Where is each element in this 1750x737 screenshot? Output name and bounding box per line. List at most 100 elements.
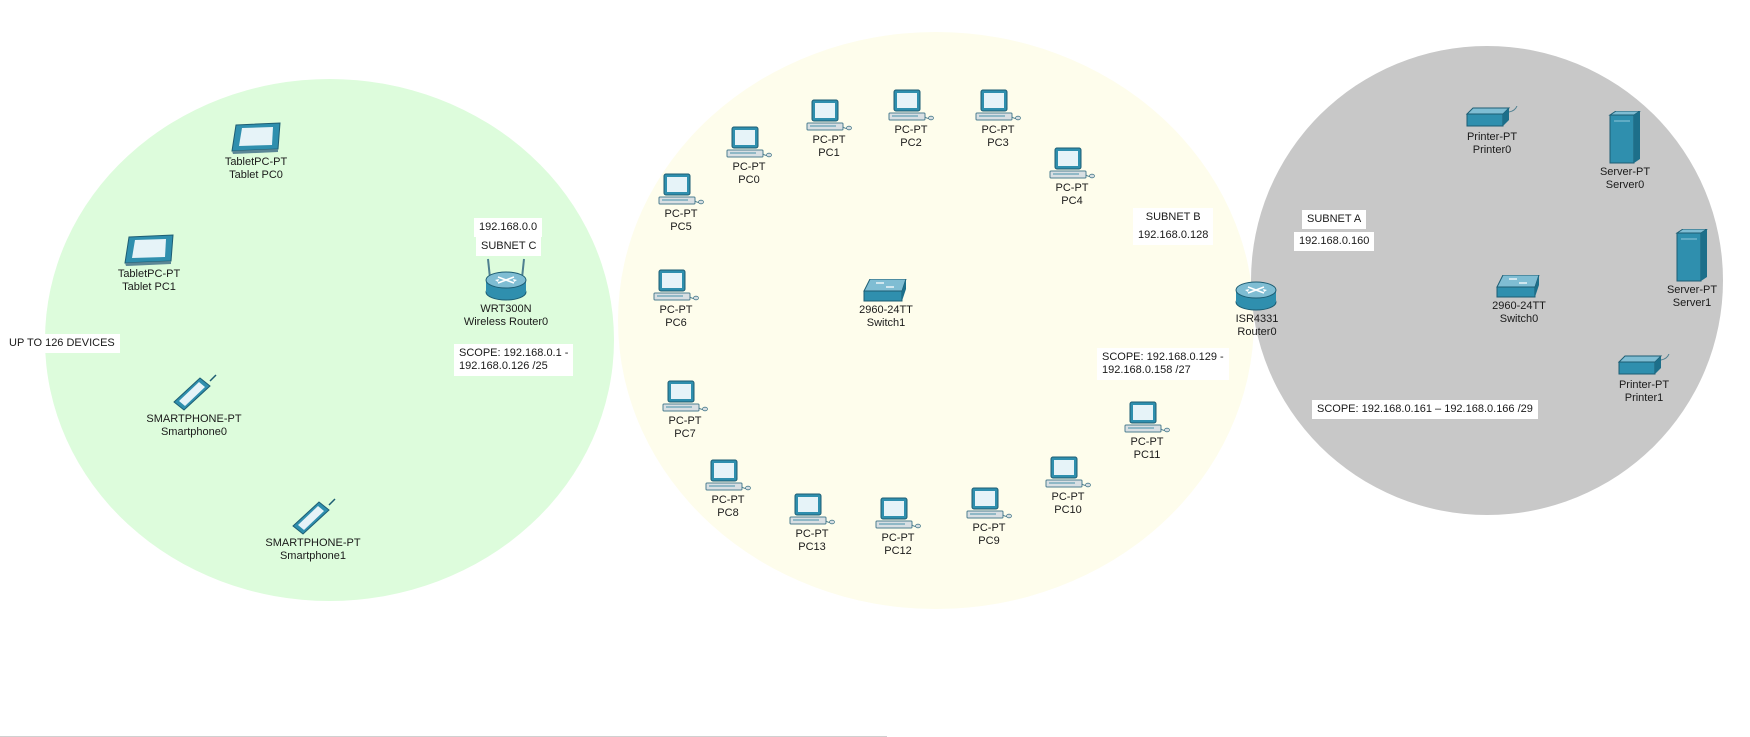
subnet-c-area — [45, 79, 614, 601]
device-pc10[interactable]: PC-PT PC10 — [993, 456, 1143, 517]
subnet-c-network-label: 192.168.0.0 — [474, 218, 543, 237]
device-name: PC3 — [987, 137, 1009, 149]
device-name: Printer0 — [1472, 144, 1512, 156]
scope-line: SCOPE: 192.168.0.1 - — [459, 347, 569, 359]
server-icon — [1676, 229, 1708, 282]
device-name: Switch1 — [866, 317, 906, 329]
device-switch0[interactable]: 2960-24TT Switch0 — [1444, 275, 1594, 326]
device-type: TabletPC-PT — [117, 268, 181, 280]
device-router0[interactable]: ISR4331 Router0 — [1182, 278, 1332, 339]
device-name: Smartphone1 — [279, 550, 347, 562]
device-type: PC-PT — [711, 494, 745, 506]
scope-line: 192.168.0.126 /25 — [459, 360, 548, 372]
subnet-b-label-note: SUBNET B 192.168.0.128 — [1133, 208, 1214, 245]
switch-icon — [863, 279, 907, 302]
device-name: PC12 — [884, 545, 912, 557]
device-type: ISR4331 — [1235, 313, 1279, 325]
device-pc13[interactable]: PC-PT PC13 — [737, 493, 887, 554]
device-name: Printer1 — [1624, 392, 1664, 404]
subnet-b-scope-note: SCOPE: 192.168.0.129 - 192.168.0.158 /27 — [1097, 348, 1229, 380]
device-type: PC-PT — [659, 304, 693, 316]
device-server1[interactable]: Server-PT Server1 — [1617, 229, 1750, 310]
device-pc3[interactable]: PC-PT PC3 — [923, 89, 1073, 150]
device-type: SMARTPHONE-PT — [146, 413, 242, 425]
device-pc2[interactable]: PC-PT PC2 — [836, 89, 986, 150]
device-name: PC0 — [738, 174, 760, 186]
tablet-icon — [231, 122, 281, 155]
device-type: PC-PT — [1051, 491, 1085, 503]
device-name: Server0 — [1605, 179, 1645, 191]
device-type: TabletPC-PT — [224, 156, 288, 168]
device-type: PC-PT — [664, 208, 698, 220]
device-pc11[interactable]: PC-PT PC11 — [1072, 401, 1222, 462]
device-name: PC8 — [717, 507, 739, 519]
device-name: Wireless Router0 — [463, 316, 549, 328]
device-type: SMARTPHONE-PT — [265, 537, 361, 549]
device-pc6[interactable]: PC-PT PC6 — [601, 269, 751, 330]
device-type: PC-PT — [1055, 182, 1089, 194]
device-tablet-pc1[interactable]: TabletPC-PT Tablet PC1 — [74, 233, 224, 294]
device-type: Server-PT — [1599, 166, 1651, 178]
device-name: PC13 — [798, 541, 826, 553]
device-name: Tablet PC1 — [122, 281, 176, 293]
subnet-b-area — [618, 32, 1254, 609]
printer-icon — [1618, 354, 1670, 375]
device-name: PC6 — [665, 317, 687, 329]
device-switch1[interactable]: 2960-24TT Switch1 — [811, 279, 961, 330]
device-name: PC7 — [674, 428, 696, 440]
device-name: PC4 — [1061, 195, 1083, 207]
device-smartphone1[interactable]: SMARTPHONE-PT Smartphone1 — [238, 496, 388, 563]
router-icon — [1235, 281, 1277, 311]
device-name: PC11 — [1133, 449, 1161, 461]
switch-icon — [1496, 275, 1540, 298]
device-type: WRT300N — [480, 303, 532, 315]
device-pc0[interactable]: PC-PT PC0 — [674, 126, 824, 187]
device-pc5[interactable]: PC-PT PC5 — [606, 173, 756, 234]
device-type: PC-PT — [981, 124, 1015, 136]
device-type: Server-PT — [1666, 284, 1718, 296]
device-type: Printer-PT — [1618, 379, 1670, 391]
device-smartphone0[interactable]: SMARTPHONE-PT Smartphone0 — [119, 372, 269, 439]
device-printer1[interactable]: Printer-PT Printer1 — [1569, 354, 1719, 405]
device-pc8[interactable]: PC-PT PC8 — [653, 459, 803, 520]
device-name: Smartphone0 — [160, 426, 228, 438]
server-icon — [1609, 111, 1641, 164]
subnet-a-network-label: 192.168.0.160 — [1294, 232, 1375, 251]
device-name: Router0 — [1237, 326, 1277, 338]
desktop-computer-icon — [1124, 401, 1170, 433]
device-type: PC-PT — [881, 532, 915, 544]
subnet-c-capacity-note: UP TO 126 DEVICES — [4, 334, 120, 353]
device-pc1[interactable]: PC-PT PC1 — [754, 99, 904, 160]
tablet-icon — [124, 234, 174, 267]
device-name: PC2 — [900, 137, 922, 149]
device-type: PC-PT — [732, 161, 766, 173]
device-server0[interactable]: Server-PT Server0 — [1550, 111, 1700, 192]
subnet-c-scope-note: SCOPE: 192.168.0.1 - 192.168.0.126 /25 — [454, 344, 574, 376]
device-name: PC5 — [670, 221, 692, 233]
device-name: Switch0 — [1499, 313, 1539, 325]
device-type: Printer-PT — [1466, 131, 1518, 143]
desktop-computer-icon — [705, 459, 751, 491]
device-pc9[interactable]: PC-PT PC9 — [914, 487, 1064, 548]
device-tablet-pc0[interactable]: TabletPC-PT Tablet PC0 — [181, 121, 331, 182]
device-type: PC-PT — [972, 522, 1006, 534]
subnet-b-label: SUBNET B — [1145, 211, 1201, 223]
device-pc4[interactable]: PC-PT PC4 — [997, 147, 1147, 208]
device-type: PC-PT — [812, 134, 846, 146]
scope-line: SCOPE: 192.168.0.129 - — [1102, 351, 1224, 363]
device-name: PC10 — [1054, 504, 1082, 516]
device-name: PC9 — [978, 535, 1000, 547]
device-pc7[interactable]: PC-PT PC7 — [610, 380, 760, 441]
desktop-computer-icon — [658, 173, 704, 205]
device-pc12[interactable]: PC-PT PC12 — [823, 497, 973, 558]
device-wireless-router0[interactable]: WRT300N Wireless Router0 — [431, 258, 581, 329]
desktop-computer-icon — [1049, 147, 1095, 179]
wireless-router-icon — [485, 258, 527, 301]
subnet-b-network-label: 192.168.0.128 — [1138, 229, 1209, 241]
printer-icon — [1466, 106, 1518, 127]
scope-line: 192.168.0.158 /27 — [1102, 364, 1191, 376]
device-printer0[interactable]: Printer-PT Printer0 — [1417, 106, 1567, 157]
device-type: PC-PT — [668, 415, 702, 427]
device-name: Tablet PC0 — [229, 169, 283, 181]
device-type: 2960-24TT — [1492, 300, 1546, 312]
